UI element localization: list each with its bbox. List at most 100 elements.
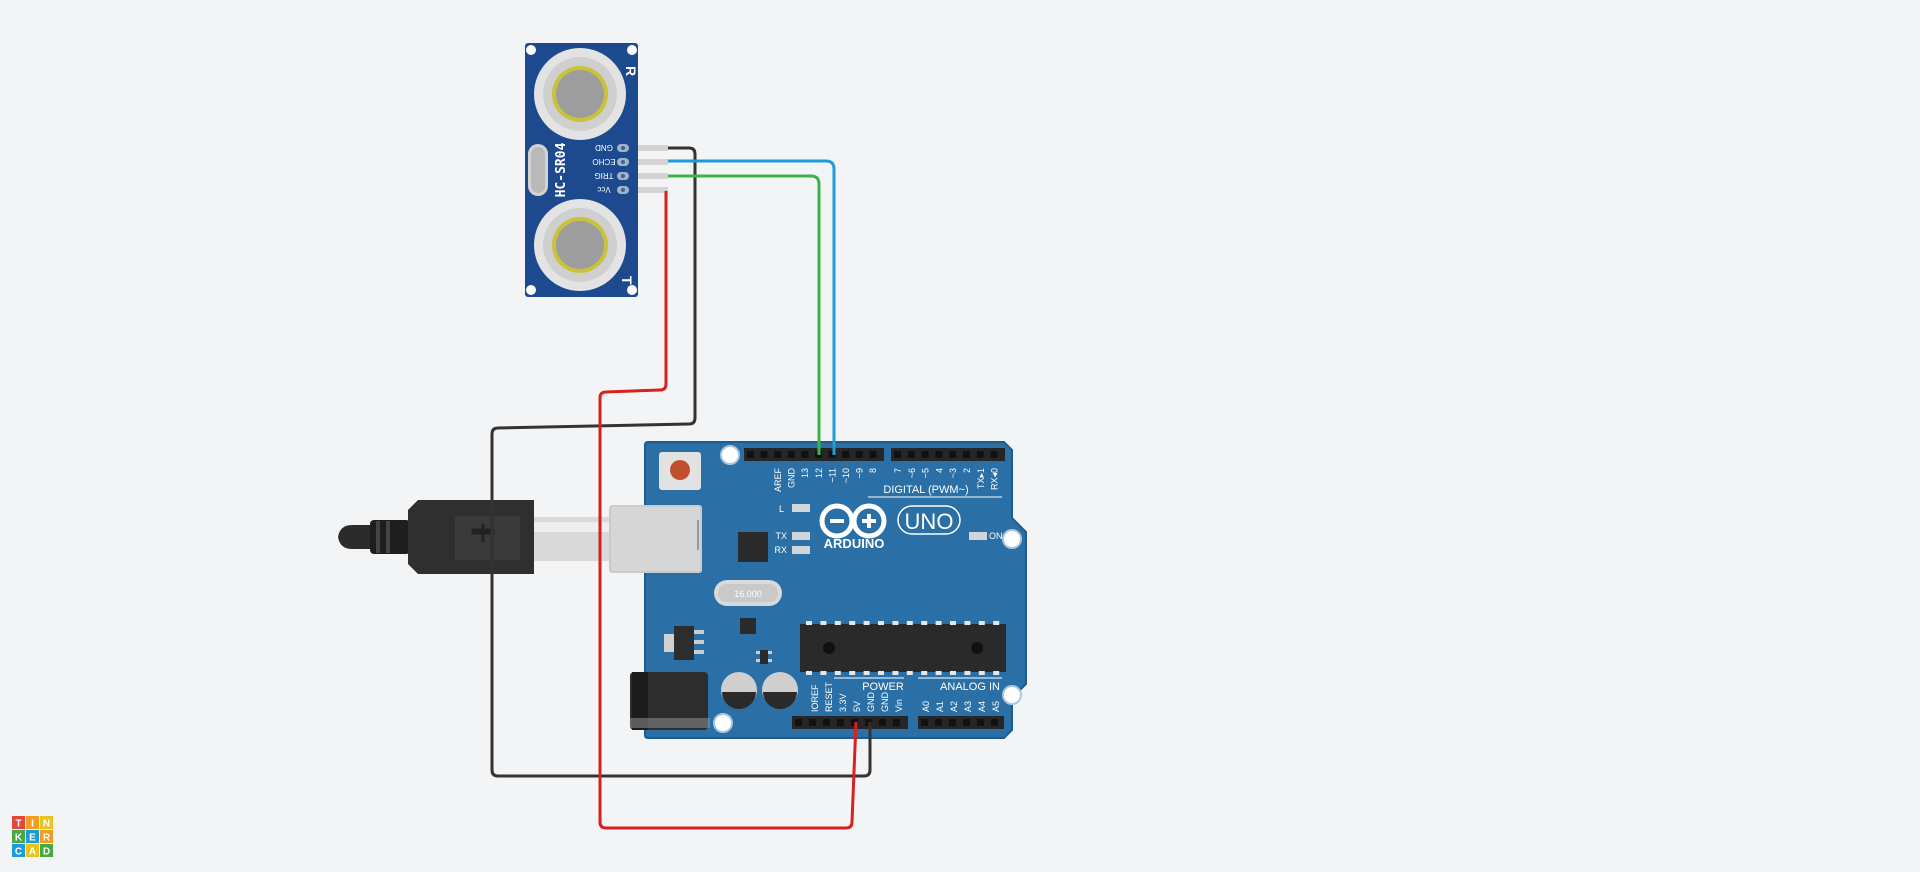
logo-letter-tile: N (40, 816, 53, 830)
analog-pin-label: A5 (991, 701, 1001, 712)
wire-vcc[interactable] (598, 191, 858, 830)
digital-pin[interactable] (949, 451, 957, 458)
analog-in-label: ANALOG IN (940, 681, 1000, 693)
power-label: POWER (862, 681, 904, 693)
barrel-jack (630, 672, 710, 730)
capacitor (721, 672, 757, 709)
led-rx: RX (774, 545, 810, 555)
digital-pin[interactable] (855, 451, 863, 458)
receiver-transducer (534, 48, 626, 140)
logo-letter: A (29, 847, 36, 858)
led-rx-label: RX (774, 545, 787, 555)
wire-echo[interactable] (668, 159, 836, 455)
digital-pin[interactable] (801, 451, 809, 458)
digital-pin-label: RX◂0 (990, 468, 1000, 490)
power-pin[interactable] (893, 719, 900, 726)
analog-pin-label: A2 (949, 701, 959, 712)
usb-controller-chip (738, 532, 768, 562)
digital-pin[interactable] (921, 451, 929, 458)
logo-letter-tile: I (26, 816, 39, 830)
sensor-name: HC-SR04 (554, 142, 569, 197)
mount-hole (627, 285, 637, 295)
logo-letter-tile: R (40, 830, 53, 844)
digital-pin[interactable] (963, 451, 970, 458)
wire-gnd[interactable] (490, 146, 872, 778)
power-pin[interactable] (837, 719, 844, 726)
logo-letter-tile: A (26, 844, 39, 858)
power-pin[interactable] (795, 719, 802, 726)
sensor-pin-vcc[interactable]: Vcc (597, 185, 668, 194)
sensor-pin-label: TRIG (594, 171, 613, 180)
mount-hole (1002, 685, 1022, 705)
analog-pin-label: A1 (935, 701, 945, 712)
arduino-uno-board[interactable]: 16.000 L TX RX (609, 441, 1027, 739)
wires[interactable] (490, 146, 872, 830)
mount-hole (526, 45, 536, 55)
analog-pin[interactable] (935, 719, 942, 726)
digital-header-right (891, 448, 1005, 461)
digital-pin-label: ~11 (827, 468, 837, 483)
digital-pin[interactable] (774, 451, 782, 458)
power-pin-label: GND (866, 692, 876, 713)
digital-pin-label: 7 (893, 468, 903, 473)
digital-pin[interactable] (869, 451, 877, 458)
transmitter-transducer (534, 199, 626, 291)
logo-letter-tile: E (26, 830, 39, 844)
digital-pin-label: AREF (773, 468, 783, 493)
digital-pin[interactable] (747, 451, 754, 458)
digital-pin-label: 12 (814, 468, 824, 478)
analog-pin[interactable] (977, 719, 984, 726)
transistor (756, 650, 772, 664)
digital-pin[interactable] (894, 451, 901, 458)
sensor-corner-r: R (623, 66, 639, 76)
digital-pin[interactable] (990, 451, 998, 458)
logo-letter: I (31, 819, 34, 830)
power-pin[interactable] (823, 719, 830, 726)
power-pin[interactable] (809, 719, 816, 726)
digital-pin-label: GND (787, 468, 797, 489)
digital-pin[interactable] (842, 451, 850, 458)
analog-pin[interactable] (963, 719, 970, 726)
wire-trig[interactable] (668, 174, 821, 455)
analog-pin-label: A4 (977, 701, 987, 712)
logo-letter: N (43, 819, 50, 830)
sensor-pin-echo[interactable]: ECHO (592, 157, 668, 166)
voltage-regulator (664, 626, 704, 660)
analog-pin[interactable] (921, 719, 928, 726)
digital-pin[interactable] (935, 451, 943, 458)
digital-pin-label: ~5 (921, 468, 931, 478)
uno-model-text: UNO (905, 509, 954, 534)
sensor-pin-trig[interactable]: TRIG (594, 171, 668, 180)
digital-pin[interactable] (976, 451, 984, 458)
analog-pin[interactable] (949, 719, 956, 726)
power-pin-label: 3.3V (838, 693, 848, 712)
arduino-logo: ARDUINO UNO (819, 503, 961, 551)
led-on: ON (969, 531, 1003, 541)
logo-letter-tile: K (12, 830, 25, 844)
power-pin-label: GND (880, 692, 890, 713)
digital-pin-label: 8 (868, 468, 878, 473)
mount-hole (713, 713, 733, 733)
digital-pin[interactable] (787, 451, 795, 458)
led-tx: TX (775, 531, 810, 541)
digital-pin[interactable] (828, 451, 836, 458)
reset-button[interactable] (659, 452, 701, 490)
power-pin-label: 5V (852, 701, 862, 712)
crystal-label: 16.000 (734, 589, 762, 599)
usb-cable[interactable] (338, 500, 610, 574)
digital-pin[interactable] (907, 451, 915, 458)
sensor-pin-gnd[interactable]: GND (595, 143, 668, 152)
digital-pin-label: 13 (800, 468, 810, 478)
power-pin[interactable] (879, 719, 886, 726)
analog-pin[interactable] (991, 719, 998, 726)
digital-pin-label: 4 (934, 468, 944, 473)
sensor-pin-label: ECHO (592, 157, 615, 166)
digital-pin[interactable] (760, 451, 768, 458)
digital-pin-label: ~10 (841, 468, 851, 483)
logo-letter-tile: C (12, 844, 25, 858)
led-tx-label: TX (775, 531, 787, 541)
digital-pin-label: ~3 (948, 468, 958, 478)
